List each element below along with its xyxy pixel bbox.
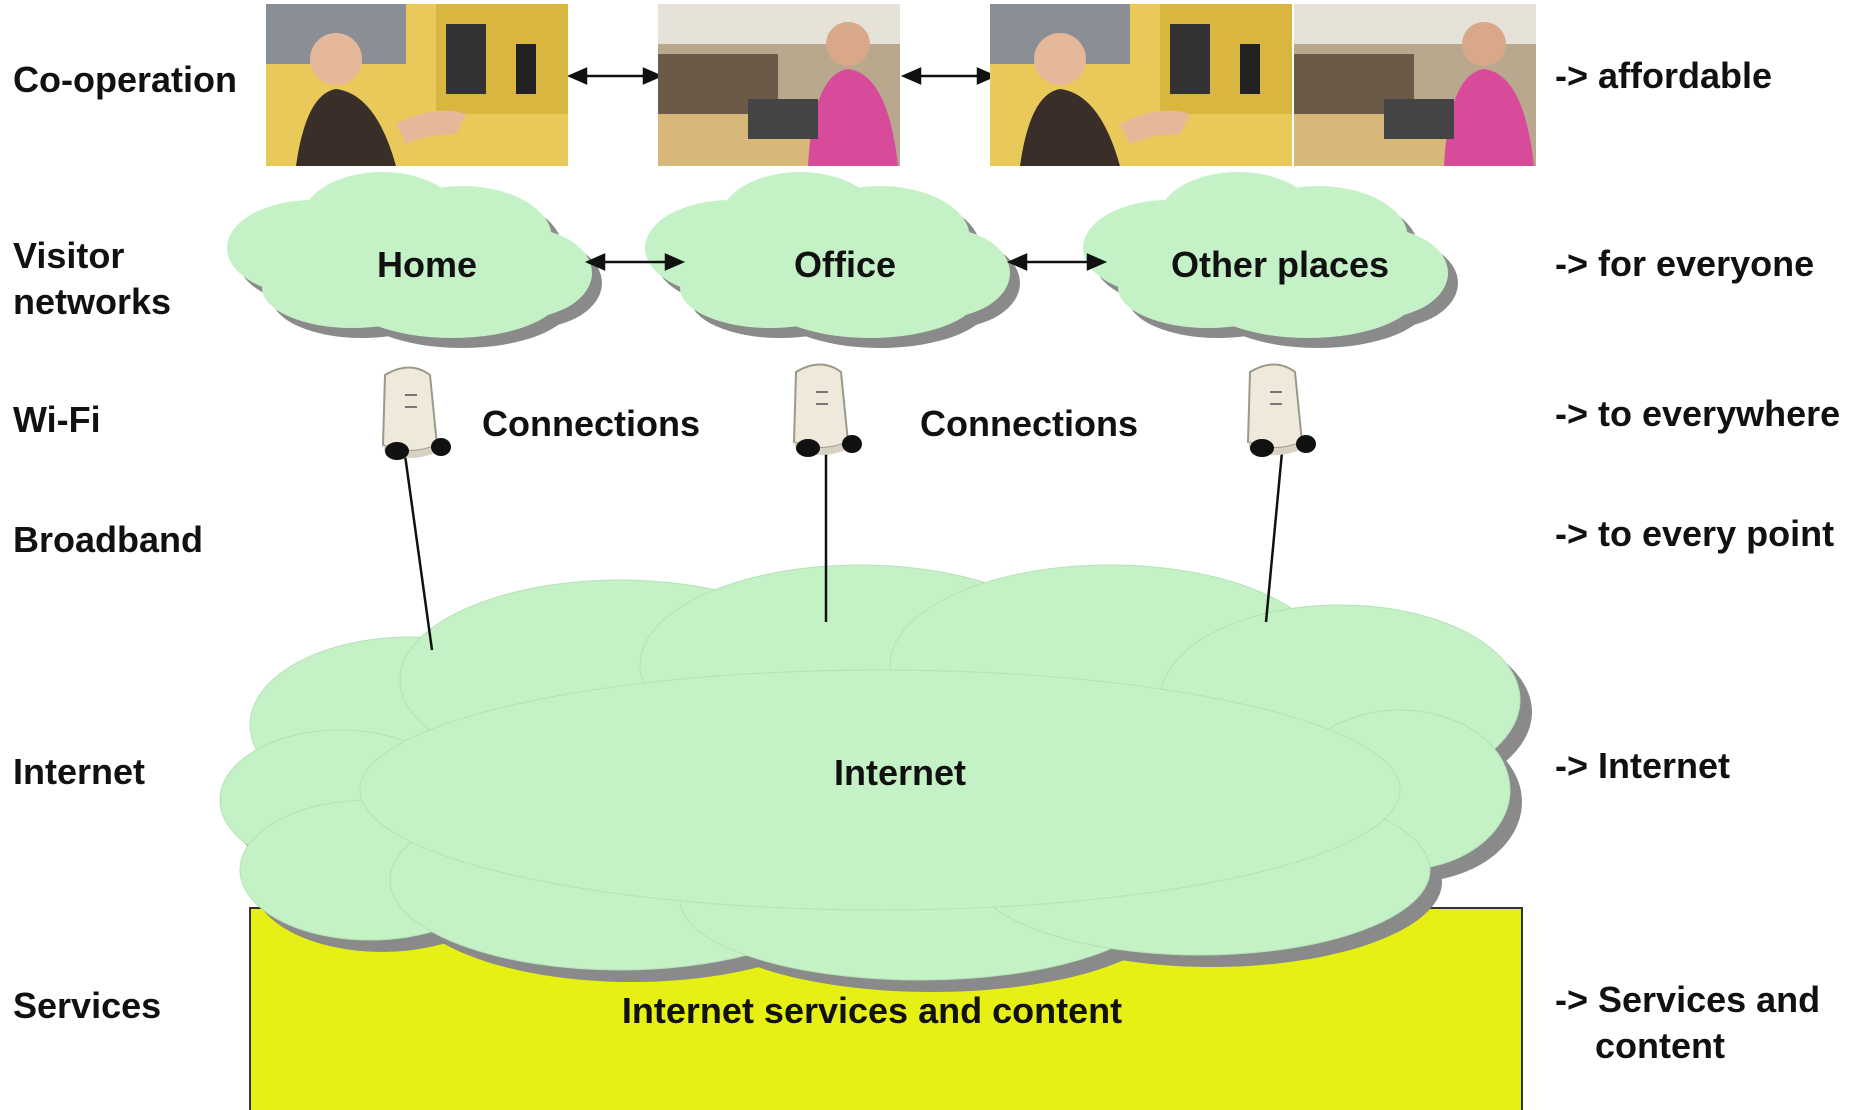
label-services-right-line2: content xyxy=(1595,1025,1725,1066)
label-to-every-point: -> to every point xyxy=(1555,513,1835,554)
cloud-label-other-places: Other places xyxy=(1170,244,1390,285)
cloud-label-internet: Internet xyxy=(833,752,966,793)
photo-woman-with-laptop-2 xyxy=(1294,4,1536,166)
label-wifi: Wi-Fi xyxy=(13,399,101,440)
connections-label-1: Connections xyxy=(482,403,701,444)
label-to-everywhere: -> to everywhere xyxy=(1555,393,1841,434)
wifi-access-point-icon xyxy=(1246,363,1316,457)
connections-label-2: Connections xyxy=(920,403,1139,444)
broadband-lines xyxy=(403,451,1284,651)
cloud-label-office: Office xyxy=(793,244,897,285)
cloud-label-home: Home xyxy=(376,244,478,285)
photo-man-with-laptop xyxy=(266,4,568,166)
internet-cloud xyxy=(219,564,1521,981)
photo-link-arrows xyxy=(566,67,998,85)
photo-man-with-laptop-2 xyxy=(990,4,1292,166)
services-box-label: Internet services and content xyxy=(621,990,1123,1031)
label-visitor-networks-line1: Visitor xyxy=(13,235,125,276)
label-visitor-networks-line2: networks xyxy=(13,281,172,322)
wifi-access-point-icon xyxy=(792,363,862,457)
label-broadband: Broadband xyxy=(13,519,204,560)
label-services-right-line1: -> Services and xyxy=(1555,979,1821,1020)
cloud-link-arrows xyxy=(584,253,1108,271)
label-cooperation: Co-operation xyxy=(13,59,237,100)
photo-woman-with-laptop xyxy=(658,4,900,166)
label-internet-right: -> Internet xyxy=(1555,745,1731,786)
label-for-everyone: -> for everyone xyxy=(1555,243,1815,284)
label-internet: Internet xyxy=(13,751,146,792)
wifi-access-point-icon xyxy=(381,366,451,460)
label-services: Services xyxy=(13,985,162,1026)
label-affordable: -> affordable xyxy=(1555,55,1773,96)
